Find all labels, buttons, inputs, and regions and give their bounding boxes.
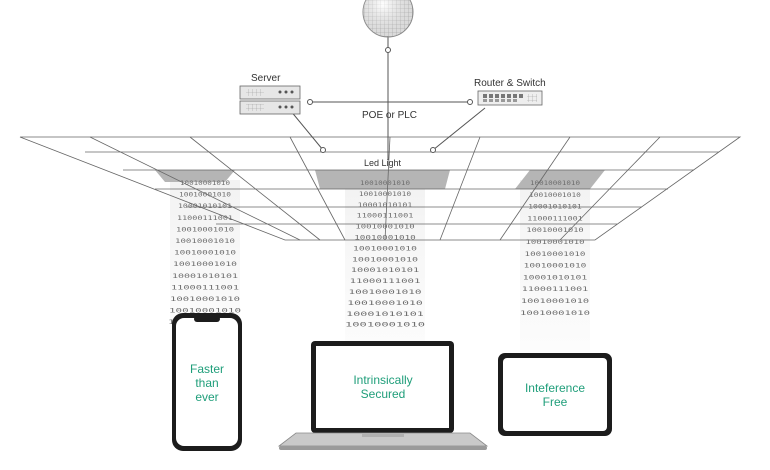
globe-icon xyxy=(362,0,414,38)
binary-row: 10010001010 xyxy=(345,321,425,329)
binary-row: 11000111001 xyxy=(522,285,588,293)
tablet: Inteference Free xyxy=(498,353,612,436)
binary-row: 10010001010 xyxy=(360,179,410,187)
binary-row: 10001010101 xyxy=(178,202,232,210)
led-light-label: Led Light xyxy=(364,158,402,168)
server-label: Server xyxy=(251,73,281,84)
poe-plc-label: POE or PLC xyxy=(362,110,417,121)
binary-row: 10010001010 xyxy=(530,179,580,187)
binary-row: 10001010101 xyxy=(528,203,582,211)
binary-row: 10010001010 xyxy=(520,309,590,317)
binary-row: 10010001010 xyxy=(355,223,414,231)
router-switch-label: Router & Switch xyxy=(474,78,546,89)
binary-row: 10001010101 xyxy=(346,310,424,318)
binary-stream-center: 10010001010 10010001010 10001010101 1100011… xyxy=(345,179,425,329)
led-panel-center xyxy=(315,170,450,189)
wiring-nodes xyxy=(307,47,473,153)
binary-row: 10010001010 xyxy=(525,250,586,258)
light-beam-center xyxy=(345,180,425,345)
binary-row: 10010001010 xyxy=(352,255,418,263)
smartphone: Faster than ever xyxy=(172,313,242,451)
network-wiring xyxy=(289,36,486,160)
binary-row: 10010001010 xyxy=(359,190,411,198)
light-beam-right xyxy=(520,180,590,350)
binary-row: 10010001010 xyxy=(524,262,587,270)
binary-row: 11000111001 xyxy=(357,212,414,220)
binary-row: 10010001010 xyxy=(179,191,231,199)
binary-stream-right: 10010001010 10010001010 10001010101 1100011… xyxy=(520,179,590,317)
binary-row: 10010001010 xyxy=(173,260,237,268)
laptop: Intrinsically Secured xyxy=(277,341,489,450)
binary-row: 10010001010 xyxy=(347,299,423,307)
binary-row: 10010001010 xyxy=(353,244,417,252)
router-switch-icon xyxy=(477,90,543,106)
ceiling-grid xyxy=(19,136,742,241)
server-icon xyxy=(239,85,301,115)
binary-row: 10010001010 xyxy=(529,191,581,199)
binary-row: 11000111001 xyxy=(177,214,233,222)
phone-text-line-3: ever xyxy=(195,390,218,404)
laptop-text-line-1: Intrinsically xyxy=(353,373,412,387)
binary-row: 10010001010 xyxy=(525,238,584,246)
binary-row: 10010001010 xyxy=(176,225,234,233)
binary-row: 10010001010 xyxy=(354,234,416,242)
tablet-text-line-1: Inteference xyxy=(525,381,585,395)
binary-row: 10010001010 xyxy=(169,307,241,315)
binary-row: 10010001010 xyxy=(348,288,421,296)
binary-row: 10010001010 xyxy=(180,179,230,187)
binary-row: 10010001010 xyxy=(174,249,236,257)
binary-row: 10010001010 xyxy=(521,297,589,305)
light-beams xyxy=(170,180,590,350)
binary-row: 10001010101 xyxy=(523,273,588,281)
binary-row: 10001010101 xyxy=(172,272,238,280)
laptop-text-line-2: Secured xyxy=(361,387,406,401)
binary-row: 10010001010 xyxy=(526,226,583,234)
phone-text-line-1: Faster xyxy=(190,362,224,376)
binary-row: 11000111001 xyxy=(171,283,239,291)
binary-row: 11000111001 xyxy=(527,214,583,222)
binary-row: 10001010101 xyxy=(351,266,420,274)
binary-row: 10001010101 xyxy=(358,201,413,209)
phone-text-line-2: than xyxy=(195,376,218,390)
binary-row: 10010001010 xyxy=(170,295,240,303)
tablet-text-line-2: Free xyxy=(543,395,568,409)
binary-row: 11000111001 xyxy=(350,277,421,285)
binary-row: 10010001010 xyxy=(175,237,235,245)
